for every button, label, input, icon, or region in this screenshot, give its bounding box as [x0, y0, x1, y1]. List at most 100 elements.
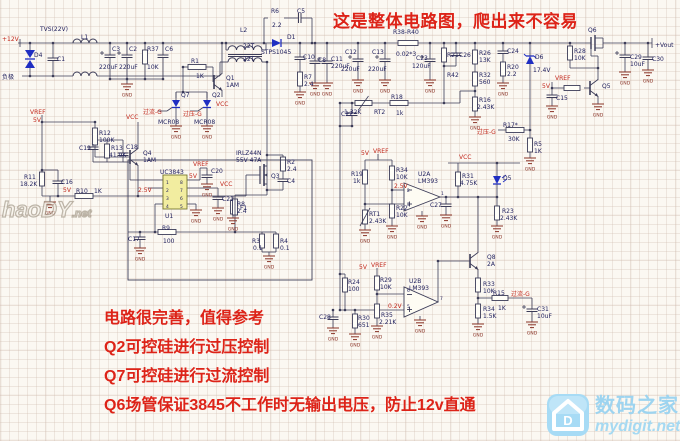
component-label: MCR08 [158, 119, 179, 126]
junction-dot [473, 89, 477, 93]
junction-dot [495, 195, 499, 199]
component-label: D6 [535, 54, 544, 61]
transistor [469, 252, 479, 259]
junction-dot [108, 41, 112, 45]
component-label: Q6 [588, 27, 597, 34]
component-label: 1.32K [344, 109, 362, 116]
resistor [500, 61, 506, 77]
ground-label: GND [593, 113, 604, 119]
logo-letter: D [563, 413, 572, 428]
junction-dot [338, 308, 342, 312]
component-label: C4 [287, 178, 295, 185]
component-label: R5 [534, 141, 542, 148]
junction-dot [454, 41, 458, 45]
ground-label: GND [425, 89, 436, 95]
resistor [157, 229, 177, 235]
ic-uc3843 [162, 174, 188, 210]
component-label: 2.43K [500, 215, 518, 222]
component-label: R33 [483, 281, 495, 288]
component-label: C16 [61, 179, 73, 186]
net-annotation: VCC [459, 154, 471, 161]
component-label: MCR08 [194, 119, 215, 126]
component-label: 10K [396, 174, 409, 181]
component-label: 2.43K [369, 218, 387, 225]
component-label: C5 [297, 8, 305, 15]
junction-dot [476, 195, 480, 199]
component-label: L1 [81, 34, 88, 41]
logo-domain: mydigit.net [595, 417, 680, 435]
zener-icon [526, 56, 534, 64]
house-icon [552, 399, 584, 431]
component-label: R31 [462, 173, 474, 180]
zener-icon [533, 55, 537, 59]
junction-dot [350, 101, 354, 105]
junction-dot [338, 272, 342, 276]
component-label: 100K [99, 137, 115, 144]
component-label: 1K [94, 188, 103, 195]
component-label: 2.2 [272, 22, 282, 29]
component-label: 13K [479, 57, 492, 64]
component-label: UC3843 [160, 169, 184, 176]
junction-dot [40, 120, 44, 124]
component-label: 8 [180, 180, 183, 186]
component-label: U2A [418, 171, 431, 178]
resistor [389, 203, 395, 219]
component-label: R23 [502, 208, 514, 215]
junction-dot [473, 41, 477, 45]
component-label: R8 [237, 201, 245, 208]
resistor [259, 233, 265, 249]
net-annotation: 5V [33, 117, 42, 124]
component-label: Q5 [602, 83, 611, 90]
junction-dot [220, 41, 224, 45]
junction-dot [476, 296, 480, 300]
junction-dot [528, 128, 532, 132]
component-label: R18 [391, 94, 403, 101]
junction-dot [456, 195, 460, 199]
junction-dot [265, 60, 269, 64]
component-label: C2 [129, 46, 137, 53]
junction-dot [442, 101, 446, 105]
component-label: 1 [166, 180, 169, 186]
scr-gate [166, 107, 173, 112]
component-label: 5 [180, 204, 183, 210]
junction-dot [442, 64, 446, 68]
component-label: 10K [380, 284, 393, 291]
component-label: 2 [407, 188, 410, 194]
opamp [403, 286, 440, 318]
ground-label: GND [328, 337, 339, 343]
watermark-tld: .net [71, 207, 92, 220]
net-annotation: VCC [216, 101, 228, 108]
component-label: R22 [396, 205, 408, 212]
component-label: D5 [503, 175, 512, 182]
component-label: 10K [574, 55, 587, 62]
component-label: 22T [243, 56, 255, 63]
ground-label: GND [213, 217, 224, 223]
ground-label: GND [643, 79, 654, 85]
component-label: 10uF [537, 313, 552, 320]
component-label: R13 [111, 145, 123, 152]
ground-label: GND [202, 193, 213, 199]
component-label: C22 [341, 111, 353, 118]
net-annotation: 2.5V [394, 183, 409, 190]
junction-dot [233, 230, 237, 234]
net-annotation: VCC [126, 114, 138, 121]
component-label: Q2 [212, 92, 221, 99]
ground-label: GND [350, 343, 361, 349]
component-label: 2A [487, 261, 496, 268]
component-label: R3 [252, 238, 260, 245]
resistor [472, 49, 478, 65]
junction-dot [40, 168, 44, 172]
net-annotation: 5V [361, 150, 370, 157]
junction-dot [550, 86, 554, 90]
junction-dot [313, 41, 317, 45]
component-label: 4.75K [460, 180, 478, 187]
component-label: C8 [318, 57, 326, 64]
component-label: U1 [165, 213, 173, 220]
led-arrow [502, 178, 508, 183]
house-logo-icon: D [547, 394, 589, 436]
component-label: C17 [128, 236, 140, 243]
junction-dot [338, 101, 342, 105]
junction-dot [568, 41, 572, 45]
resistor [441, 47, 447, 63]
component-label: RT2 [374, 109, 385, 116]
